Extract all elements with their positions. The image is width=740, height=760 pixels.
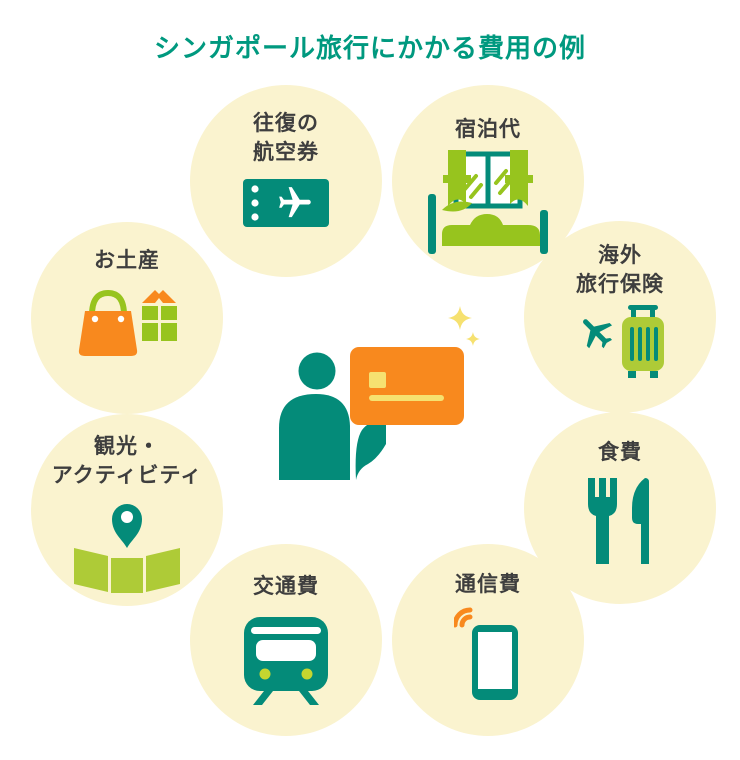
credit-card-chip <box>369 372 386 388</box>
person-icon <box>279 394 350 480</box>
bed-icon <box>428 150 548 254</box>
cost-item-label: 通信費 <box>455 573 521 596</box>
sparkle-icon <box>466 332 480 346</box>
sparkle-icon <box>448 306 472 330</box>
credit-card-icon <box>350 347 464 425</box>
credit-card-stripe <box>369 395 444 401</box>
cost-item-label: お土産 <box>94 249 160 272</box>
airplane-suitcase-icon <box>583 305 664 378</box>
cost-item-label: 交通費 <box>253 575 319 598</box>
page-title: シンガポール旅行にかかる費用の例 <box>153 33 586 63</box>
cost-item-communication: 通信費 <box>392 544 584 736</box>
cost-item-label: 往復の 航空券 <box>253 112 319 164</box>
cost-item-accommodation: 宿泊代 <box>392 85 584 277</box>
train-icon <box>244 617 328 705</box>
cost-item-sightseeing-activities: 観光・ アクティビティ <box>31 414 223 606</box>
cost-item-transportation: 交通費 <box>190 544 382 736</box>
cost-item-roundtrip-airfare: 往復の 航空券 <box>190 85 382 277</box>
cost-item-overseas-travel-insurance: 海外 旅行保険 <box>524 221 716 413</box>
smartphone-icon <box>454 607 518 700</box>
cost-item-label: 食費 <box>598 441 642 464</box>
ticket-airplane-icon <box>243 179 329 227</box>
cost-item-label: 観光・ アクティビティ <box>51 435 203 487</box>
map-pin-icon <box>74 504 180 593</box>
person-head <box>298 352 336 390</box>
cost-item-label: 宿泊代 <box>455 118 521 141</box>
fork-knife-icon <box>588 478 649 564</box>
person-credit-card-illustration <box>279 306 480 480</box>
person-arm <box>355 421 386 480</box>
cost-item-label: 海外 旅行保険 <box>576 244 664 296</box>
cost-item-souvenirs: お土産 <box>31 222 223 414</box>
shopping-bag-gift-icon <box>78 289 177 356</box>
